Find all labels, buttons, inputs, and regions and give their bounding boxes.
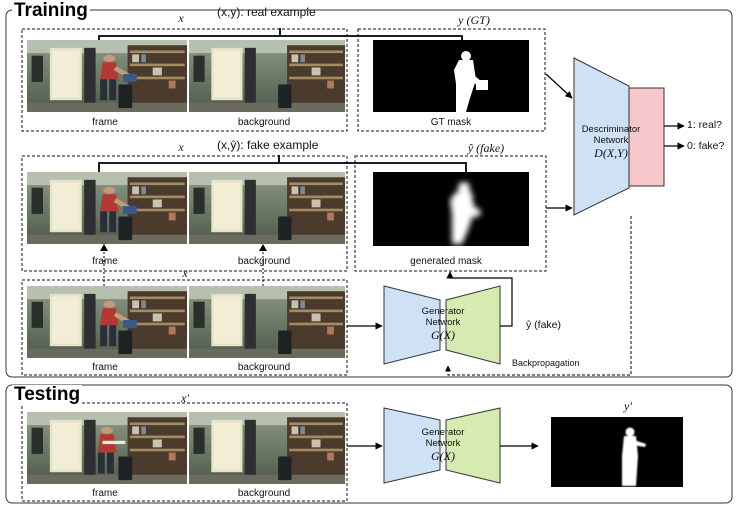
generator-train-formula: G(X)	[431, 328, 455, 342]
backpropagation-label: Backpropagation	[512, 358, 580, 368]
generated-mask-label: generated mask	[410, 256, 482, 267]
gt-mask-label: GT mask	[430, 117, 472, 128]
backprop-path	[445, 216, 632, 376]
discriminator-line1: Descriminator	[581, 124, 641, 135]
testing-section	[5, 384, 733, 504]
input-frame-image	[27, 286, 188, 358]
test-background-label: background	[237, 488, 291, 499]
test-y-label: y'	[624, 399, 632, 413]
fake-y-group	[354, 155, 547, 272]
input-x-group	[21, 279, 348, 376]
fake-x-group	[21, 155, 348, 272]
real-background-image	[189, 40, 346, 112]
fake-example-caption: (x,ŷ): fake example	[217, 138, 319, 152]
real-y-label: y (GT)	[458, 13, 490, 27]
generator-test-line2: Network	[425, 438, 461, 449]
gt-mask-image	[373, 40, 529, 112]
input-x-label: x	[182, 266, 188, 280]
fake-background-image	[189, 172, 346, 244]
real-frame-label: frame	[92, 117, 118, 128]
generated-mask-image	[373, 172, 529, 246]
generator-test-line1: Generator	[421, 427, 465, 438]
real-y-group	[357, 28, 546, 132]
connector-arrowheads	[100, 244, 267, 251]
test-x-group	[21, 402, 348, 502]
input-frame-label: frame	[92, 362, 118, 373]
training-section	[5, 9, 733, 378]
fake-x-label: x	[178, 140, 184, 154]
testing-title: Testing	[12, 384, 83, 405]
discriminator-output-fake: 0: fake?	[687, 140, 725, 152]
input-to-fake-connectors	[103, 250, 264, 286]
test-frame-image	[27, 412, 188, 484]
fake-frame-image	[27, 172, 188, 244]
real-x-group	[21, 28, 348, 132]
training-title: Training	[12, 0, 90, 21]
fake-yhat-label: ŷ (fake)	[467, 141, 505, 155]
generator-test-formula: G(X)	[431, 449, 455, 463]
discriminator-formula: D(X,Y)	[594, 146, 628, 160]
discriminator-line2: Network	[593, 135, 629, 146]
generator-output-label: ŷ (fake)	[526, 319, 562, 331]
fake-frame-label: frame	[92, 256, 118, 267]
test-output-mask-image	[551, 417, 683, 487]
generator-network-train	[383, 285, 501, 365]
generator-train-line2: Network	[425, 317, 461, 328]
discriminator-output-real: 1: real?	[687, 119, 723, 131]
test-frame-label: frame	[92, 488, 118, 499]
test-background-image	[189, 412, 346, 484]
generator-output-path	[446, 271, 513, 327]
fake-background-label: background	[237, 256, 291, 267]
real-example-caption: (x,y): real example	[217, 5, 316, 19]
fake-bracket	[98, 155, 467, 172]
generator-network-test	[383, 407, 501, 484]
dashed-groups	[21, 28, 547, 502]
flow-arrows	[347, 73, 685, 450]
real-x-label: x	[178, 11, 184, 25]
discriminator-network	[573, 57, 665, 216]
generator-train-line1: Generator	[421, 306, 465, 317]
input-background-image	[189, 286, 346, 358]
real-frame-image	[27, 40, 188, 112]
test-x-label: x'	[181, 391, 189, 405]
input-background-label: background	[237, 362, 291, 373]
real-background-label: background	[237, 117, 291, 128]
